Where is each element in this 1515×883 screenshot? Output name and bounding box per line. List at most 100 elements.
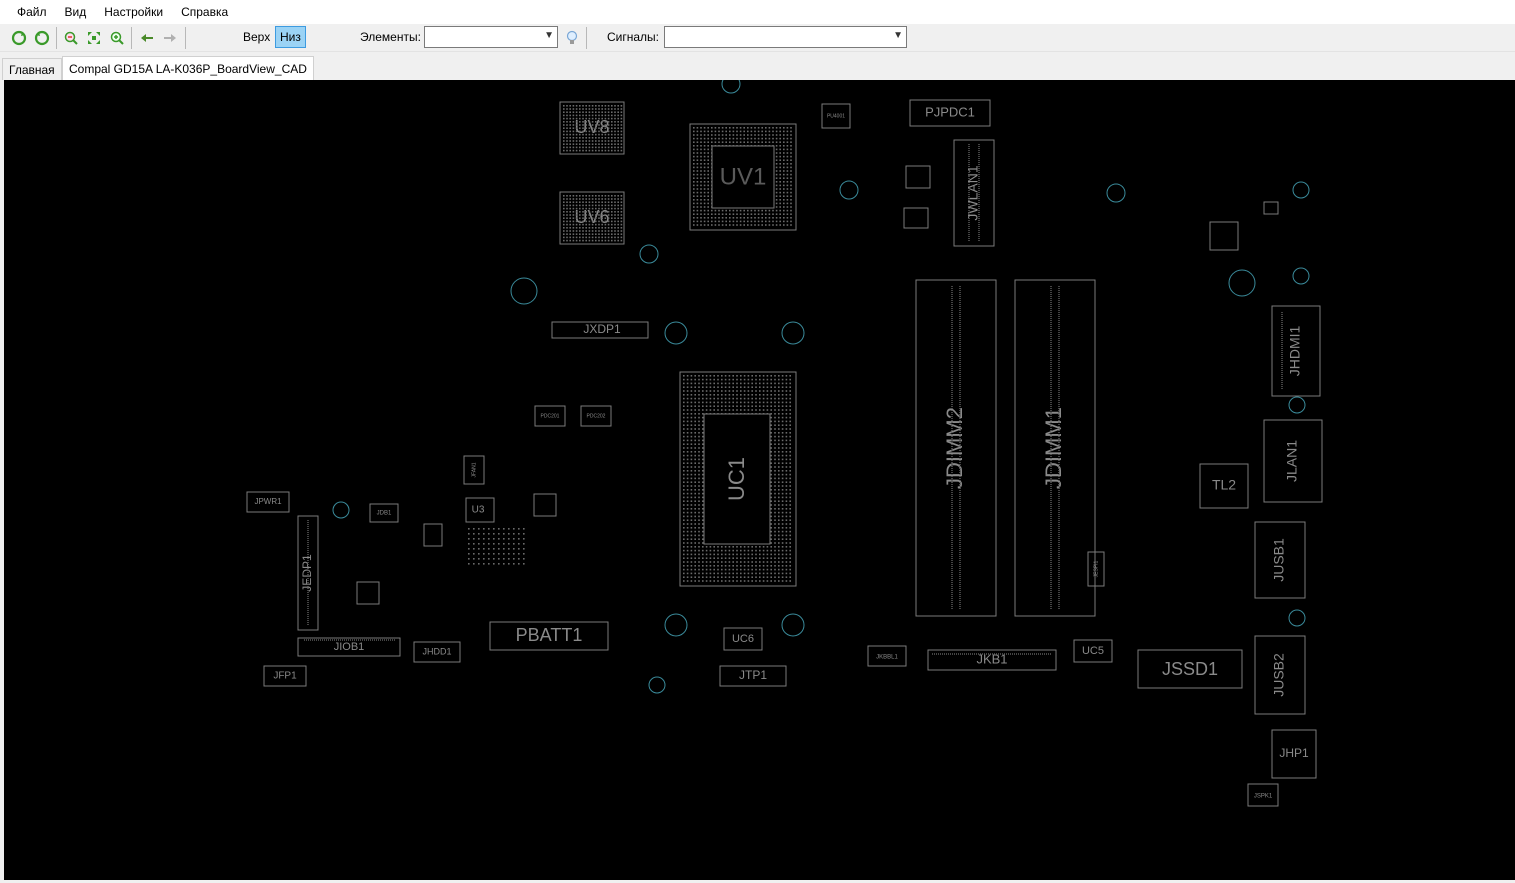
pad	[563, 137, 565, 139]
connector-jhp1[interactable]	[1271, 729, 1317, 779]
chip-uc6[interactable]	[723, 627, 763, 651]
pad	[714, 137, 717, 140]
pad	[770, 565, 772, 567]
connector-jspk1[interactable]	[1247, 783, 1279, 807]
back-arrow-icon[interactable]	[137, 28, 157, 48]
lightbulb-icon[interactable]	[562, 28, 582, 48]
pad	[572, 133, 575, 136]
chip-uc1[interactable]	[679, 371, 797, 587]
pad	[774, 462, 776, 464]
menu-settings[interactable]: Настройки	[104, 5, 164, 19]
pad	[468, 543, 470, 545]
pad	[488, 553, 490, 555]
pad	[614, 223, 616, 226]
connector-jlan1[interactable]	[1263, 419, 1323, 503]
connector-jdb1[interactable]	[369, 503, 399, 523]
refresh-icon[interactable]	[9, 28, 29, 48]
pad	[785, 576, 788, 578]
pad	[711, 152, 713, 154]
connector-jtp1[interactable]	[719, 665, 787, 687]
pad	[575, 214, 578, 216]
connector-jdimm1[interactable]	[1014, 279, 1096, 617]
tab-board[interactable]: Compal GD15A LA-K036P_BoardView_CAD	[62, 56, 314, 80]
pad	[683, 413, 685, 415]
pad	[783, 137, 785, 140]
pad	[698, 413, 700, 415]
pad	[779, 163, 781, 165]
pad	[747, 394, 750, 396]
pad	[736, 580, 738, 582]
connector-jhdd1[interactable]	[413, 641, 461, 663]
connector-jfan1[interactable]	[463, 455, 485, 485]
pad	[747, 145, 749, 147]
tab-home[interactable]: Главная	[2, 58, 62, 80]
connector-jkbbl1[interactable]	[867, 645, 907, 667]
signals-combo[interactable]: ▼	[664, 26, 907, 48]
fit-icon[interactable]	[84, 28, 104, 48]
menu-file[interactable]: Файл	[17, 5, 47, 19]
forward-arrow-icon[interactable]	[160, 28, 180, 48]
component-tl2[interactable]	[1199, 463, 1249, 509]
pad	[770, 527, 772, 529]
pad	[707, 155, 709, 158]
menu-view[interactable]: Вид	[64, 5, 87, 19]
chip-uv8[interactable]	[559, 101, 625, 155]
pad	[607, 140, 610, 142]
pad	[569, 207, 571, 210]
chip-u3[interactable]	[465, 497, 495, 523]
pad	[790, 217, 792, 219]
connector-pbatt1[interactable]	[489, 621, 609, 651]
pad	[683, 546, 685, 548]
pad	[690, 542, 693, 544]
connector-jfp1[interactable]	[263, 665, 307, 687]
connector-jssd1[interactable]	[1137, 649, 1243, 689]
connector-jdimm2[interactable]	[915, 279, 997, 617]
connector-jhdmi1[interactable]	[1271, 305, 1321, 397]
chip-pu4001[interactable]	[821, 103, 851, 129]
pad	[759, 413, 761, 415]
pad	[588, 143, 591, 145]
zoom-in-icon[interactable]	[107, 28, 127, 48]
connector-jxdp1[interactable]	[551, 321, 649, 339]
connector-jkb1[interactable]	[927, 649, 1057, 671]
connector-jwlan1[interactable]	[953, 139, 995, 247]
chip-uv6[interactable]	[559, 191, 625, 245]
pad	[778, 432, 780, 434]
chip-uc5[interactable]	[1073, 639, 1113, 663]
pad	[703, 184, 706, 187]
pad	[686, 500, 689, 502]
connector-jpwr1[interactable]	[246, 491, 290, 513]
pad	[779, 220, 781, 223]
chip-pdc202[interactable]	[580, 405, 612, 427]
pad	[759, 386, 761, 388]
chip-pdc201[interactable]	[534, 405, 566, 427]
pad	[698, 485, 700, 487]
pad	[607, 204, 610, 207]
board-drawing[interactable]: UV8 UV6 UV1 PJPDC1 JWLAN1 JXDP1 UC1 JDIM…	[4, 74, 1515, 880]
menu-help[interactable]: Справка	[181, 5, 229, 19]
bottom-side-toggle[interactable]: Низ	[275, 26, 306, 48]
board-canvas[interactable]: UV8 UV6 UV1 PJPDC1 JWLAN1 JXDP1 UC1 JDIM…	[4, 74, 1515, 880]
pad	[488, 558, 490, 560]
pad	[693, 191, 695, 194]
pad	[591, 223, 594, 226]
pad	[717, 561, 719, 563]
pad	[789, 568, 791, 571]
pad	[563, 217, 565, 219]
pad	[598, 143, 600, 145]
connector-pjpdc1[interactable]	[909, 99, 991, 127]
pad	[751, 378, 753, 381]
elements-combo[interactable]: ▼	[424, 26, 558, 48]
chip-uv1[interactable]	[689, 123, 797, 231]
pad	[747, 137, 749, 140]
connector-jedp1[interactable]	[297, 515, 319, 631]
zoom-out-icon[interactable]	[61, 28, 81, 48]
pad	[611, 227, 613, 229]
refresh-alt-icon[interactable]	[32, 28, 52, 48]
connector-jusb1[interactable]	[1254, 521, 1306, 599]
top-side-toggle[interactable]: Верх	[243, 30, 271, 44]
connector-jiob1[interactable]	[297, 637, 401, 657]
connector-jespi1[interactable]	[1087, 551, 1105, 587]
connector-jusb2[interactable]	[1254, 635, 1306, 715]
pad	[686, 515, 689, 518]
